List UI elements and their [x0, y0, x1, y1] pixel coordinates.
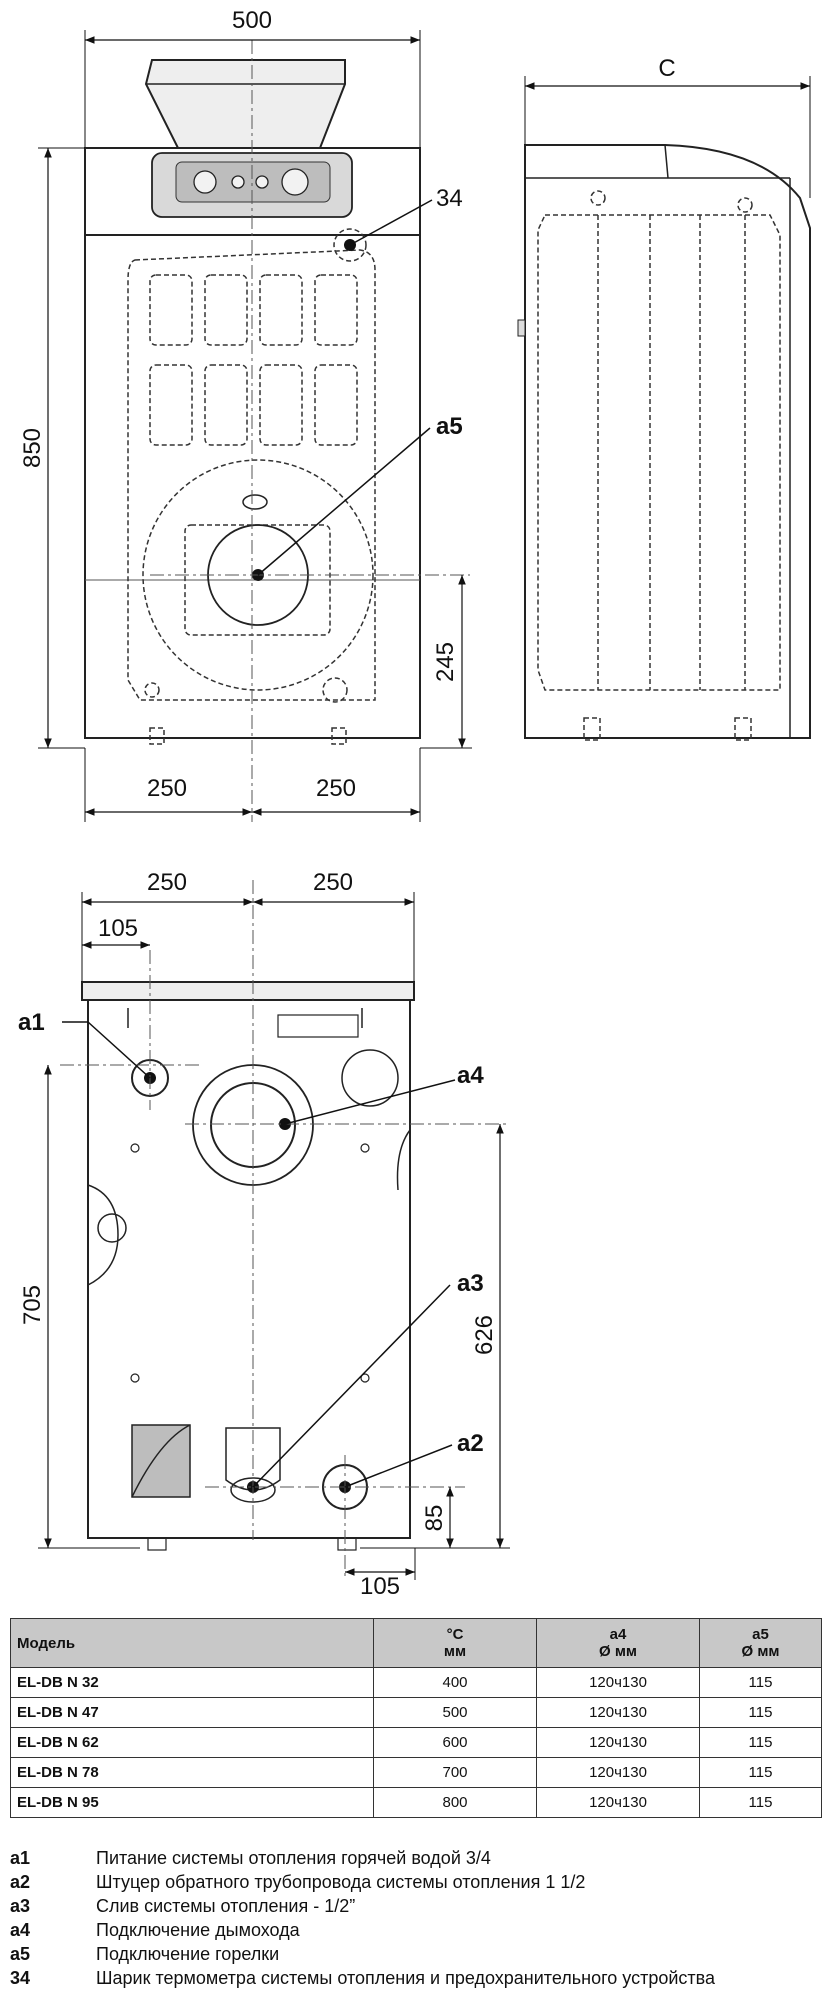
legend-key: a4: [10, 1919, 31, 1940]
legend-key: a1: [10, 1847, 31, 1868]
cell-a5: 115: [699, 1697, 822, 1728]
front-right-half-dim: 250: [316, 775, 356, 802]
cell-a4: 120ч130: [536, 1787, 700, 1818]
rear-a1-offset-dim: 105: [98, 915, 138, 942]
cell-c: 400: [373, 1667, 537, 1698]
legend-key: a2: [10, 1871, 31, 1892]
rear-left-half-dim: 250: [147, 869, 187, 896]
table-row: EL-DB N 62 600 120ч130 115: [10, 1727, 822, 1758]
table-row: EL-DB N 78 700 120ч130 115: [10, 1757, 822, 1788]
cell-c: 600: [373, 1727, 537, 1758]
cell-model: EL-DB N 62: [10, 1727, 374, 1758]
cell-a4: 120ч130: [536, 1727, 700, 1758]
cell-a5: 115: [699, 1787, 822, 1818]
cell-c: 800: [373, 1787, 537, 1818]
legend-text: Питание системы отопления горячей водой …: [96, 1847, 491, 1868]
table-row: EL-DB N 95 800 120ч130 115: [10, 1787, 822, 1818]
label-a5: a5: [436, 413, 463, 440]
table-row: EL-DB N 47 500 120ч130 115: [10, 1697, 822, 1728]
legend-item: a1 Питание системы отопления горячей вод…: [10, 1846, 825, 1870]
cell-a5: 115: [699, 1667, 822, 1698]
cell-model: EL-DB N 32: [10, 1667, 374, 1698]
legend-item: a4 Подключение дымохода: [10, 1918, 825, 1942]
legend: a1 Питание системы отопления горячей вод…: [10, 1846, 825, 1990]
cell-a5: 115: [699, 1727, 822, 1758]
cell-a4: 120ч130: [536, 1757, 700, 1788]
rear-a2-offset-dim: 105: [360, 1573, 400, 1600]
legend-item: a3 Слив системы отопления - 1/2”: [10, 1894, 825, 1918]
cell-model: EL-DB N 78: [10, 1757, 374, 1788]
cell-model: EL-DB N 95: [10, 1787, 374, 1818]
cell-a5: 115: [699, 1757, 822, 1788]
table-row: EL-DB N 32 400 120ч130 115: [10, 1667, 822, 1698]
rear-a4-height-dim: 626: [471, 1315, 498, 1355]
legend-text: Подключение дымохода: [96, 1919, 300, 1940]
front-view: 500 850 250 250 245 a5 34: [19, 7, 472, 822]
label-a4: a4: [457, 1062, 484, 1089]
legend-item: a5 Подключение горелки: [10, 1942, 825, 1966]
legend-text: Слив системы отопления - 1/2”: [96, 1895, 356, 1916]
label-a3: a3: [457, 1270, 484, 1297]
legend-item: a2 Штуцер обратного трубопровода системы…: [10, 1870, 825, 1894]
cell-c: 500: [373, 1697, 537, 1728]
label-a2: a2: [457, 1430, 484, 1457]
technical-drawing: 500 850 250 250 245 a5 34 C: [18, 7, 811, 1600]
legend-text: Шарик термометра системы отопления и пре…: [96, 1967, 716, 1988]
rear-view: 250 250 105 705 626 85 105 a1 a4 a3 a2: [18, 869, 510, 1600]
cell-c: 700: [373, 1757, 537, 1788]
header-model: Модель: [10, 1618, 374, 1668]
front-height-dim: 850: [19, 428, 46, 468]
cell-model: EL-DB N 47: [10, 1697, 374, 1728]
front-top-cover: [144, 59, 346, 149]
cell-a4: 120ч130: [536, 1697, 700, 1728]
rear-height-dim: 705: [19, 1285, 46, 1325]
legend-text: Подключение горелки: [96, 1943, 280, 1964]
front-burner-height-dim: 245: [432, 642, 459, 682]
rear-cabinet: [87, 999, 411, 1539]
label-34: 34: [436, 185, 463, 212]
side-exchanger-outline: [537, 190, 781, 741]
rear-a2-height-dim: 85: [421, 1505, 448, 1532]
legend-key: a3: [10, 1895, 31, 1916]
rear-top-cover: [81, 981, 415, 1001]
legend-text: Штуцер обратного трубопровода системы от…: [96, 1871, 586, 1892]
front-left-half-dim: 250: [147, 775, 187, 802]
label-a1: a1: [18, 1009, 45, 1036]
legend-item: 34 Шарик термометра системы отопления и …: [10, 1966, 825, 1990]
front-width-dim: 500: [232, 7, 272, 34]
side-depth-dim: C: [658, 55, 675, 82]
rear-right-half-dim: 250: [313, 869, 353, 896]
legend-key: a5: [10, 1943, 31, 1964]
side-view: C: [517, 55, 811, 741]
cell-a4: 120ч130: [536, 1667, 700, 1698]
legend-key: 34: [10, 1967, 31, 1988]
side-cabinet: [524, 144, 811, 739]
